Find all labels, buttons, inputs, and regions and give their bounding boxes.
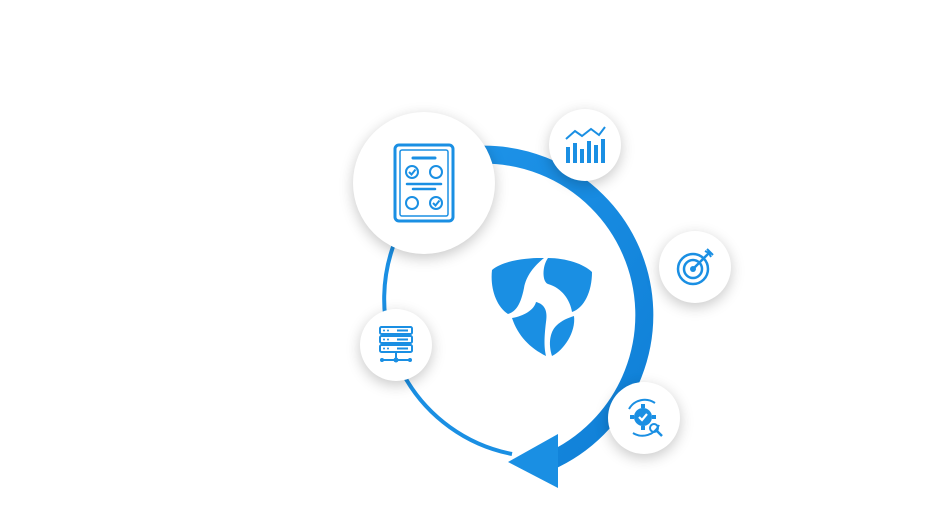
server-stack-icon bbox=[379, 326, 413, 363]
checklist-document-icon bbox=[393, 143, 455, 223]
bar-chart-trend-icon bbox=[565, 126, 606, 163]
target-node[interactable] bbox=[659, 231, 731, 303]
checklist-node[interactable] bbox=[353, 112, 495, 254]
optimization-node[interactable] bbox=[608, 382, 680, 454]
cycle-arrowhead bbox=[508, 434, 558, 488]
database-node[interactable] bbox=[360, 309, 432, 381]
brand-shield-logo-icon bbox=[486, 252, 596, 362]
target-arrow-icon bbox=[676, 248, 714, 286]
analytics-node[interactable] bbox=[549, 109, 621, 181]
gear-check-magnifier-icon bbox=[628, 398, 663, 437]
